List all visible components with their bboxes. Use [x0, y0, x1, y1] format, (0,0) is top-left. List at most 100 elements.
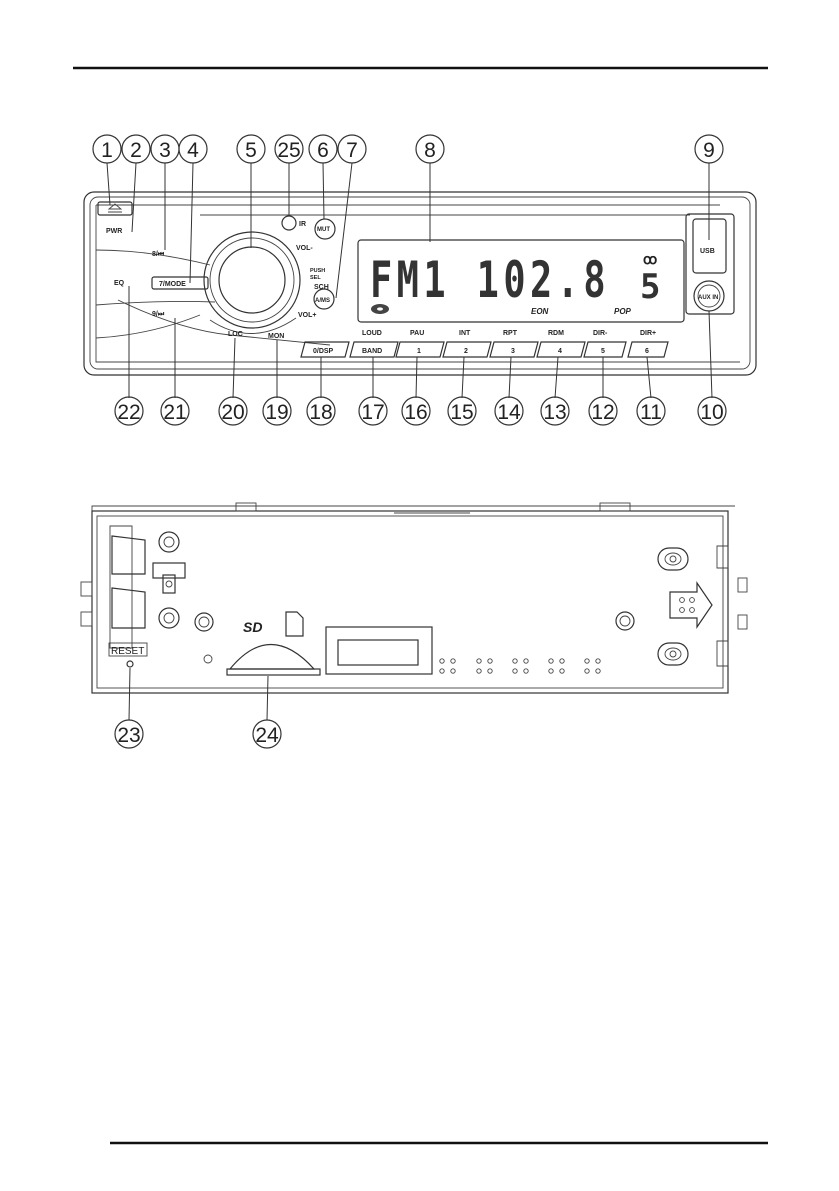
vol-plus-label: VOL+ — [298, 312, 316, 319]
eject-icon — [107, 203, 123, 213]
callout-17: 17 — [358, 396, 388, 426]
callout-8: 8 — [415, 134, 445, 164]
svg-text:2: 2 — [130, 139, 142, 162]
preset-buttons: PAU 1 INT 2 RPT 3 RDM 4 DIR- 5 DIR+ 6 — [395, 330, 669, 358]
antenna-port — [152, 562, 186, 579]
callout-24: 24 — [252, 719, 282, 749]
callout-20: 20 — [218, 396, 248, 426]
push-label: PUSH — [310, 268, 325, 274]
preset-2-key: 2 — [464, 348, 468, 355]
preset-1-key: 1 — [417, 348, 421, 355]
loc-label: LOC — [228, 331, 243, 338]
sd-card-icon — [285, 611, 304, 637]
volume-knob-ring — [203, 231, 301, 329]
volume-knob-ring-inner — [209, 237, 295, 323]
preset-3-key: 3 — [511, 348, 515, 355]
disc-icon — [371, 304, 389, 314]
svg-text:12: 12 — [591, 401, 614, 424]
preset-1-top-label: PAU — [410, 330, 424, 337]
mount-bottom — [657, 642, 689, 666]
preset-6-key: 6 — [645, 348, 649, 355]
stereo-icon: ꝏ — [643, 251, 657, 267]
vol-minus-label: VOL- — [296, 245, 313, 252]
mount-top — [657, 547, 689, 571]
prev-button-label[interactable]: 8/⏮ — [152, 251, 165, 258]
svg-text:20: 20 — [221, 401, 244, 424]
band-button[interactable] — [349, 341, 399, 358]
front-panel: PWR EQ 8/⏮ 7/MODE 9/⏭ IR MUT VOL- PUSH S… — [83, 191, 757, 376]
leader-lines-bottom — [128, 286, 713, 399]
svg-text:23: 23 — [117, 724, 140, 747]
leader-lines-back — [128, 667, 269, 721]
mon-label: MON — [268, 333, 284, 340]
svg-text:14: 14 — [497, 401, 521, 424]
lcd-main-readout: FM1 102.8 — [370, 251, 610, 309]
svg-text:22: 22 — [117, 401, 140, 424]
ams-button-label: A/MS — [315, 298, 330, 304]
sch-label: SCH — [314, 284, 329, 291]
mute-button-label: MUT — [317, 227, 330, 233]
svg-text:21: 21 — [163, 401, 186, 424]
ams-button[interactable] — [313, 288, 335, 310]
callouts-back: 23 24 — [114, 719, 282, 749]
callout-21: 21 — [160, 396, 190, 426]
preset-3-button[interactable] — [489, 341, 539, 358]
back-panel: RESET SD — [80, 502, 748, 694]
callout-22: 22 — [114, 396, 144, 426]
preset-5-top-label: DIR- — [593, 330, 608, 337]
callouts-top: 1 2 3 4 5 25 6 7 8 9 — [92, 134, 724, 164]
callout-2: 2 — [121, 134, 151, 164]
ir-sensor — [281, 215, 297, 231]
rca-jack-bottom — [158, 607, 180, 629]
preset-2-top-label: INT — [459, 330, 471, 337]
wiring-connector — [325, 626, 433, 675]
dsp-button-label: 0/DSP — [313, 348, 334, 355]
svg-text:16: 16 — [404, 401, 427, 424]
callout-5: 5 — [236, 134, 266, 164]
svg-text:19: 19 — [265, 401, 288, 424]
sd-card-slot[interactable] — [228, 644, 316, 670]
lcd-side-digit: 5 — [640, 267, 660, 307]
callout-16: 16 — [401, 396, 431, 426]
svg-text:8: 8 — [424, 139, 436, 162]
eject-button[interactable] — [97, 201, 133, 216]
mode-button[interactable] — [151, 276, 209, 290]
sel-label: SEL — [310, 275, 321, 281]
reset-label: RESET — [111, 646, 144, 657]
preset-1-button[interactable] — [395, 341, 445, 358]
pop-indicator: POP — [614, 307, 632, 316]
volume-knob[interactable] — [218, 246, 286, 314]
pwr-button-label[interactable]: PWR — [106, 228, 122, 235]
preset-3-top-label: RPT — [503, 330, 518, 337]
svg-text:5: 5 — [245, 139, 257, 162]
sd-logo: SD — [243, 619, 262, 635]
preset-4-key: 4 — [558, 348, 562, 355]
callout-14: 14 — [494, 396, 524, 426]
preset-4-button[interactable] — [536, 341, 586, 358]
callout-9: 9 — [694, 134, 724, 164]
reset-button[interactable] — [126, 660, 134, 668]
lcd-display — [357, 239, 685, 323]
eon-indicator: EON — [531, 307, 549, 316]
callout-3: 3 — [150, 134, 180, 164]
vent-dots — [439, 658, 601, 674]
callout-19: 19 — [262, 396, 292, 426]
preset-2-button[interactable] — [442, 341, 492, 358]
usb-icon: USB — [700, 248, 715, 255]
svg-text:17: 17 — [361, 401, 384, 424]
svg-text:10: 10 — [700, 401, 723, 424]
mute-button[interactable] — [314, 218, 336, 240]
callout-11: 11 — [636, 396, 666, 426]
dsp-button[interactable] — [300, 341, 350, 358]
preset-5-button[interactable] — [583, 341, 627, 358]
svg-text:18: 18 — [309, 401, 332, 424]
leader-lines-top — [106, 162, 710, 299]
band-button-label: BAND — [362, 348, 382, 355]
preset-6-button[interactable] — [627, 341, 669, 358]
callout-23: 23 — [114, 719, 144, 749]
callout-18: 18 — [306, 396, 336, 426]
eq-button-label[interactable]: EQ — [114, 280, 125, 287]
next-button-label[interactable]: 9/⏭ — [152, 311, 165, 318]
callout-4: 4 — [178, 134, 208, 164]
